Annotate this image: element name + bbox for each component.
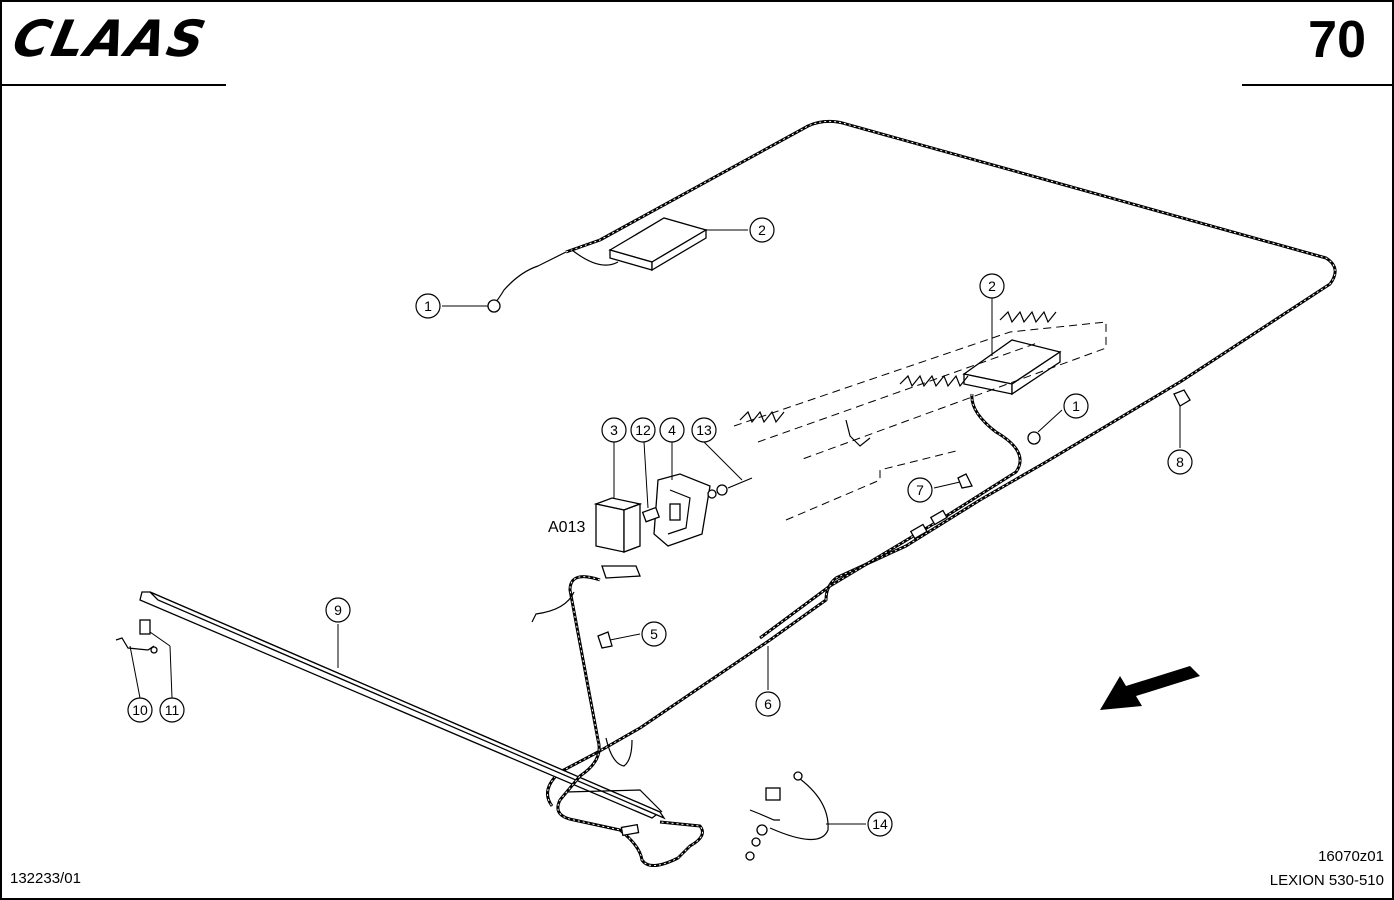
callout-14: 14 [867, 811, 893, 837]
cable-14-assembly [745, 771, 829, 861]
connector-harness-6 [909, 523, 928, 540]
svg-text:1: 1 [424, 298, 432, 314]
bracket-4 [653, 473, 711, 547]
machine-model: LEXION 530-510 [1269, 872, 1384, 889]
bar-9 [139, 591, 666, 820]
cable-drop [605, 737, 633, 767]
svg-text:3: 3 [610, 422, 618, 438]
sensor-10-11 [115, 619, 158, 654]
svg-text:2: 2 [988, 278, 996, 294]
cable-module-link [571, 249, 619, 266]
svg-text:12: 12 [635, 422, 651, 438]
cable-top-left [493, 251, 567, 305]
callout-2-right: 2 [979, 273, 1005, 299]
callout-12: 12 [630, 417, 656, 443]
callout-10: 10 [127, 697, 153, 723]
callout-8: 8 [1167, 449, 1193, 475]
page-number: 70 [1308, 11, 1366, 69]
callout-1-top: 1 [415, 293, 441, 319]
callout-4: 4 [659, 417, 685, 443]
document-number: 132233/01 [10, 870, 81, 887]
drawing-reference: 16070z01 [1318, 848, 1384, 865]
plug-below-a013 [601, 565, 641, 579]
svg-text:4: 4 [668, 422, 676, 438]
svg-text:9: 9 [334, 602, 342, 618]
svg-text:13: 13 [696, 422, 712, 438]
svg-text:10: 10 [132, 702, 148, 718]
callout-2-top: 2 [749, 217, 775, 243]
svg-text:5: 5 [650, 626, 658, 642]
header-rule-right [1242, 84, 1392, 86]
svg-text:1: 1 [1072, 398, 1080, 414]
module-a013 [593, 497, 643, 553]
svg-text:2: 2 [758, 222, 766, 238]
callout-11: 11 [159, 697, 185, 723]
grommet-1-top [487, 299, 501, 313]
callout-1-right: 1 [1063, 393, 1089, 419]
direction-arrow [1100, 666, 1200, 710]
component-label-a013: A013 [548, 519, 585, 536]
bolt-13 [707, 477, 753, 499]
callout-6: 6 [755, 691, 781, 717]
module-2-right [962, 339, 1062, 396]
clip-5 [597, 631, 613, 649]
leader-lines [129, 229, 1181, 825]
svg-text:6: 6 [764, 696, 772, 712]
svg-text:7: 7 [916, 482, 924, 498]
harness-right-branch [759, 393, 1022, 640]
module-2-top [608, 217, 708, 272]
cutterbar-outline [733, 310, 1107, 521]
callout-3: 3 [601, 417, 627, 443]
connector-lower [620, 823, 640, 837]
callout-5: 5 [641, 621, 667, 647]
callout-9: 9 [325, 597, 351, 623]
clip-8 [1173, 389, 1191, 407]
header-rule-left [0, 84, 226, 86]
callout-7: 7 [907, 477, 933, 503]
connector-harness-6b [929, 509, 948, 526]
spacer-12 [641, 506, 661, 523]
cable-a013 [531, 591, 575, 623]
grommet-1-right [1027, 431, 1041, 445]
svg-text:8: 8 [1176, 454, 1184, 470]
clip-7 [957, 473, 973, 489]
callout-13: 13 [691, 417, 717, 443]
svg-text:11: 11 [165, 702, 180, 718]
harness-lower-loop [556, 575, 704, 867]
svg-text:14: 14 [872, 816, 888, 832]
